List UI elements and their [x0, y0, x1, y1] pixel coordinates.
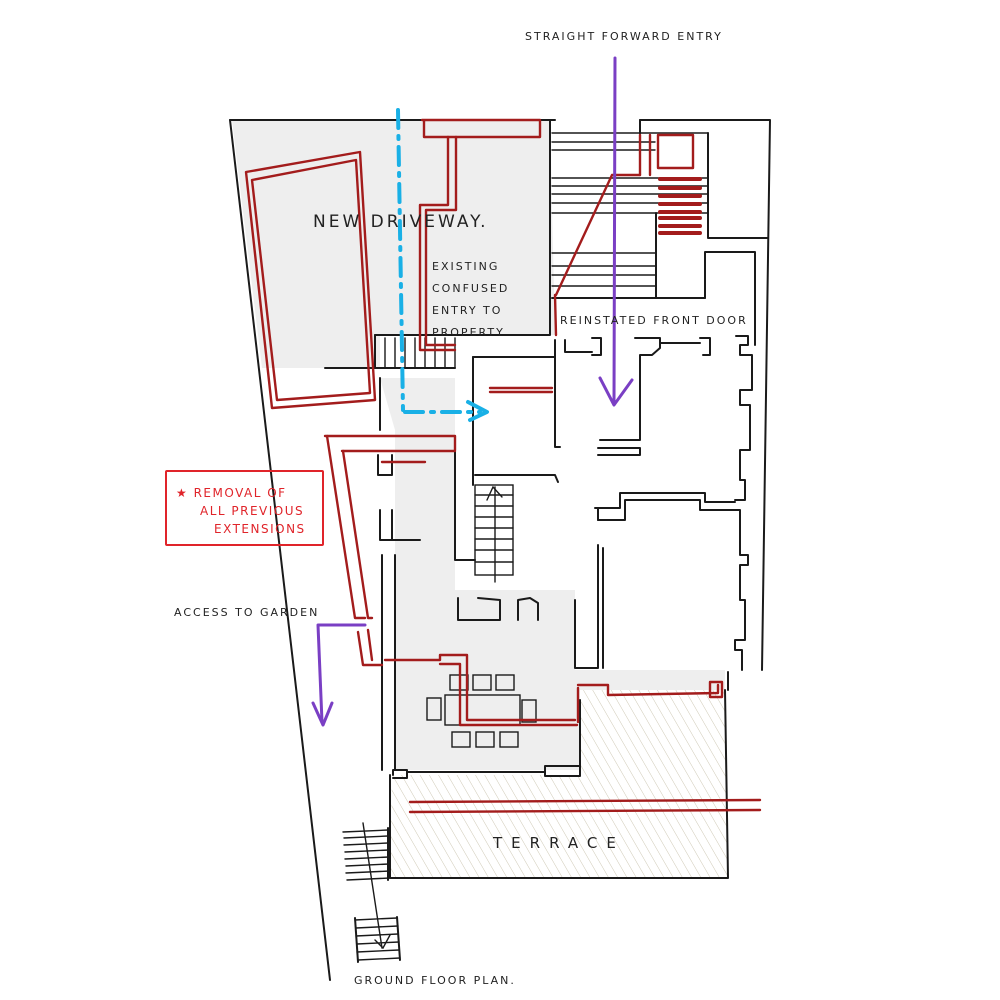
terrace-hatching [390, 690, 728, 878]
driveway-shading [232, 120, 555, 368]
existing-confused-entry-line-4: Property [432, 326, 505, 339]
removal-callout-box [165, 470, 324, 546]
terrace-label: Terrace [493, 834, 625, 852]
existing-confused-entry-line-3: Entry to [432, 304, 503, 317]
removal-note-line-2: All Previous [200, 504, 305, 518]
straight-forward-entry-arrow [598, 56, 634, 407]
removal-note-line-1: ★ Removal of [176, 486, 287, 500]
removal-note-line-3: Extensions [214, 522, 306, 536]
access-to-garden-arrow [311, 623, 367, 727]
existing-confused-entry-line-1: Existing [432, 260, 500, 273]
ground-floor-plan-title: Ground Floor Plan. [354, 974, 516, 987]
existing-confused-entry-label: Existing Confused Entry to Property [432, 256, 509, 344]
access-to-garden-label: Access to Garden [174, 606, 320, 619]
new-driveway-label: New Driveway. [313, 212, 489, 232]
reinstated-front-door-label: Reinstated Front Door [560, 314, 748, 327]
existing-entry-path [396, 108, 489, 422]
straight-forward-entry-label: Straight Forward Entry [525, 30, 723, 43]
proposed-changes [244, 118, 762, 814]
existing-confused-entry-line-2: Confused [432, 282, 510, 295]
